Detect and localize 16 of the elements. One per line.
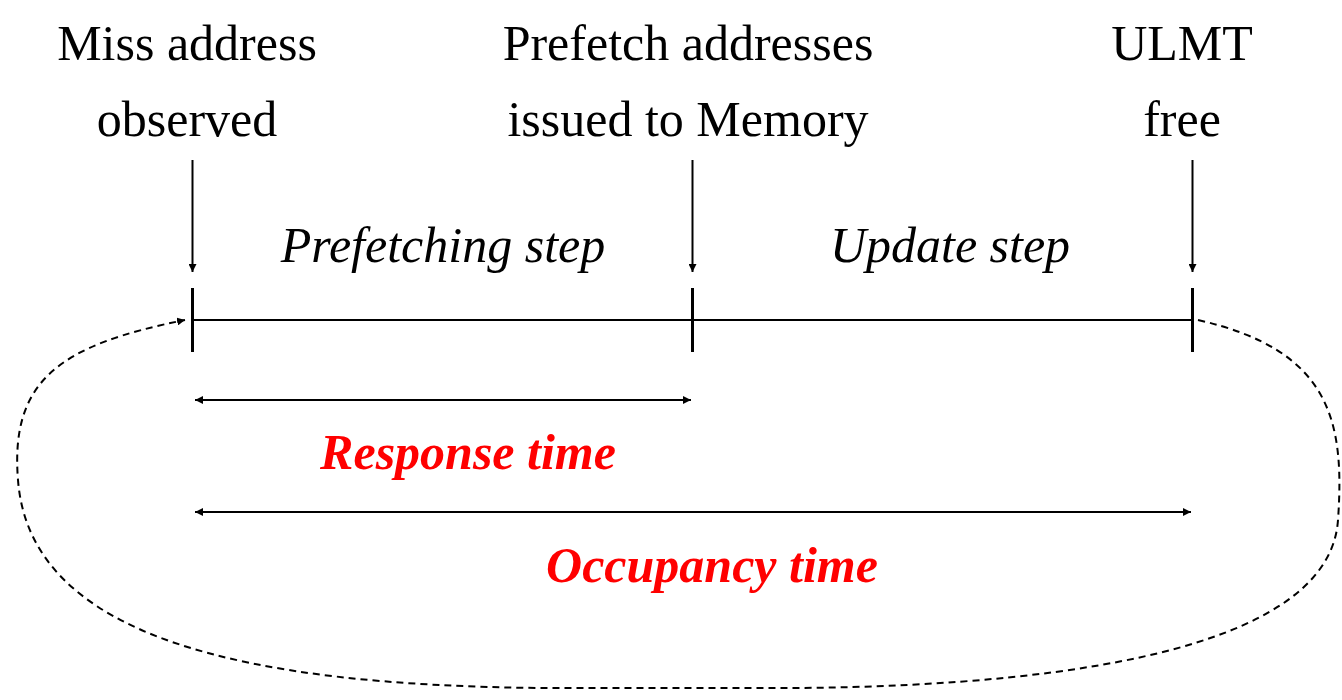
step-label: Prefetching step [280,216,606,275]
tick-mark [1191,288,1194,352]
dashed-loop-arrow [16,317,1341,689]
arrow [688,159,697,273]
duration-label: Occupancy time [546,536,878,595]
arrow [188,159,197,273]
event-label: Prefetch addresses issued to Memory [501,14,875,149]
step-label: Update step [829,216,1071,275]
event-label: Miss address observed [56,14,318,149]
tick-mark [691,288,694,352]
timeline-segment [693,319,1192,321]
event-label: ULMT free [1110,14,1254,149]
duration-label: Response time [320,423,616,482]
tick-mark [191,288,194,352]
timeline-segment [193,319,692,321]
arrow [1188,159,1197,273]
